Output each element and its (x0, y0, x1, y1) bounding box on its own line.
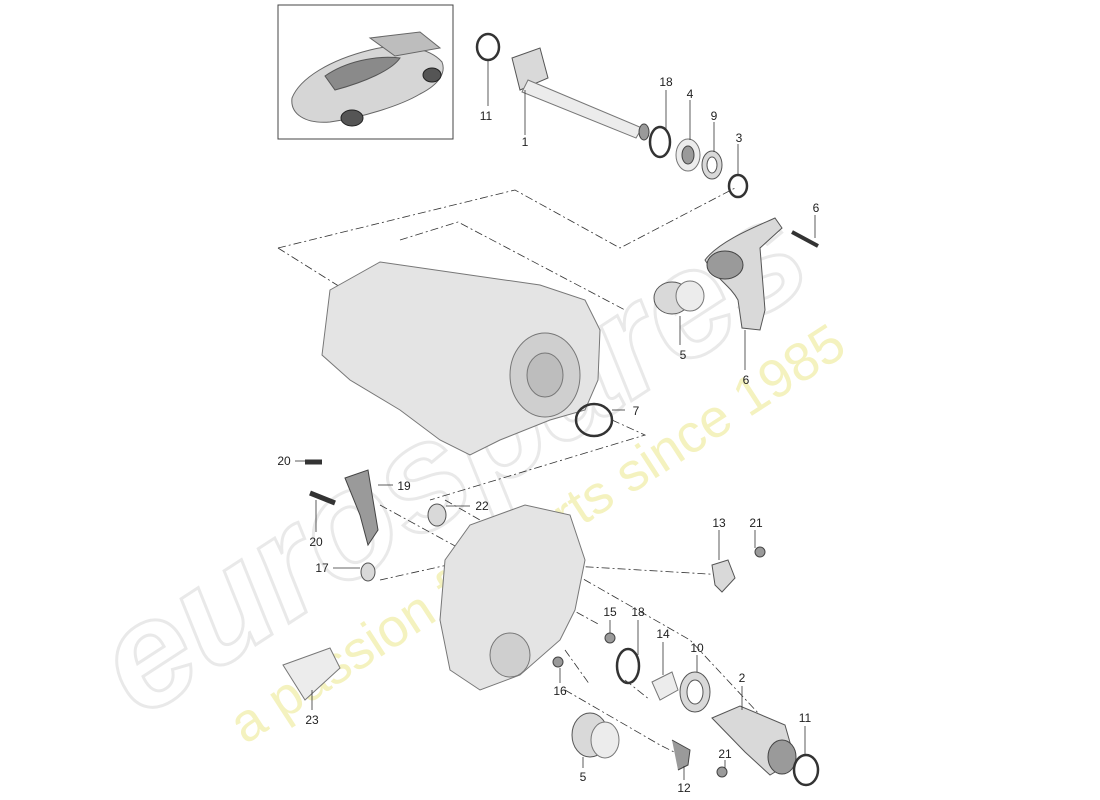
hose-23 (282, 647, 341, 701)
o-ring-8 (574, 402, 614, 438)
callout-3[interactable]: 3 (736, 131, 743, 145)
callout-23[interactable]: 23 (305, 713, 319, 727)
output-shaft-2 (711, 705, 797, 776)
callout-15[interactable]: 15 (603, 605, 617, 619)
bearing-4 (675, 138, 701, 172)
bearing-5-lower (571, 712, 620, 759)
callout-20-lower[interactable]: 20 (309, 535, 323, 549)
callout-22[interactable]: 22 (475, 499, 489, 513)
callout-11-lower[interactable]: 11 (799, 711, 812, 725)
screw-21-lower (716, 766, 728, 778)
o-ring-11-top (475, 32, 501, 62)
callout-16[interactable]: 16 (553, 684, 567, 698)
o-ring-18-top (648, 125, 672, 159)
callout-12[interactable]: 12 (677, 781, 691, 795)
sports-car-icon (291, 31, 444, 127)
bracket-6 (704, 217, 783, 331)
callout-7[interactable]: 6 (813, 201, 820, 215)
callout-11-top[interactable]: 11 (480, 109, 493, 123)
bearing-5-upper (653, 280, 705, 315)
callout-9[interactable]: 9 (711, 109, 718, 123)
callout-21-lower[interactable]: 21 (718, 747, 732, 761)
seal-22 (427, 503, 447, 527)
callout-18-lower[interactable]: 18 (631, 605, 645, 619)
input-shaft (511, 47, 650, 141)
seal-9 (701, 150, 723, 180)
plug-15 (604, 632, 616, 644)
transmission-housing-upper (321, 261, 601, 456)
callout-21-upper[interactable]: 21 (749, 516, 763, 530)
callout-5-lower[interactable]: 5 (580, 770, 587, 784)
o-ring-18-lower (615, 647, 641, 685)
bolt-20-lower (309, 490, 336, 506)
callout-13[interactable]: 13 (712, 516, 726, 530)
callout-labels: 11 1 18 4 9 3 6 5 6 7 20 19 22 20 17 13 … (277, 75, 819, 795)
sensor-12 (671, 739, 691, 771)
callout-1[interactable]: 1 (522, 135, 529, 149)
vehicle-thumbnail (277, 4, 454, 140)
leader-lines (295, 60, 816, 780)
callout-18-top[interactable]: 18 (659, 75, 673, 89)
transmission-housing-lower (439, 504, 586, 691)
callout-5-upper[interactable]: 5 (680, 348, 687, 362)
callout-2[interactable]: 2 (739, 671, 746, 685)
callout-17[interactable]: 17 (315, 561, 329, 575)
bolt-7 (791, 230, 819, 248)
callout-4[interactable]: 4 (687, 87, 694, 101)
callout-8[interactable]: 7 (633, 404, 640, 418)
callout-6[interactable]: 6 (743, 373, 750, 387)
plug-17 (360, 562, 376, 582)
o-ring-11-lower (792, 753, 820, 787)
callout-10[interactable]: 10 (690, 641, 704, 655)
screw-21-upper (754, 546, 766, 558)
sensor-13 (711, 559, 736, 593)
plug-16 (552, 656, 564, 668)
callout-20-upper[interactable]: 20 (277, 454, 291, 468)
callout-14[interactable]: 14 (656, 627, 670, 641)
seal-10 (679, 671, 711, 713)
callout-19[interactable]: 19 (397, 479, 411, 493)
bracket-19 (344, 469, 379, 547)
plate-14 (651, 671, 679, 701)
